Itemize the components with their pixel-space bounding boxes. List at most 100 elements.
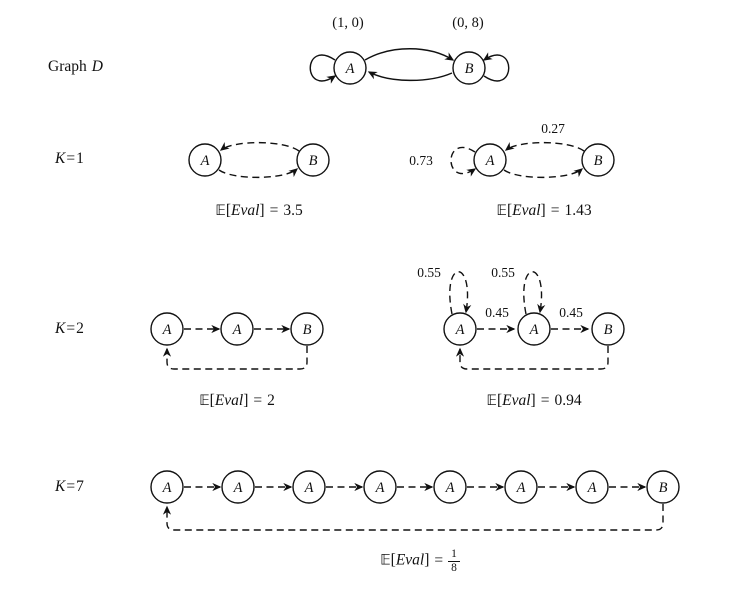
expected-value: 1.43 (564, 202, 592, 219)
equals-sign: = (66, 478, 76, 495)
equals-sign: = (540, 392, 550, 409)
self-loop-a1-edge (449, 271, 472, 315)
node-b (452, 51, 486, 85)
return-edge (455, 346, 609, 370)
node-a7-label: A (587, 480, 597, 496)
k2-left-diagram: A A B (150, 312, 324, 370)
fraction-numerator: 1 (448, 548, 460, 562)
k2-row-label: K=2 (55, 320, 84, 338)
k-var: K (55, 478, 66, 495)
node-a4 (363, 470, 397, 504)
edge-b-to-a (219, 141, 300, 152)
node-b-label: B (594, 153, 603, 169)
node-a1 (150, 312, 184, 346)
close-bracket: ] (259, 202, 265, 219)
edge-b-to-a (504, 141, 585, 152)
graph-word: Graph (48, 58, 87, 75)
return-edge (162, 346, 308, 370)
k1-left-diagram: A B (188, 141, 330, 179)
node-a6 (504, 470, 538, 504)
eval-symbol: Eval (512, 202, 541, 219)
edge-a-to-b (364, 48, 455, 61)
equals-sign: = (269, 202, 279, 219)
self-loop-a2-edge (523, 271, 546, 315)
open-bracket: [ (496, 392, 503, 409)
eval-symbol: Eval (395, 551, 425, 569)
node-a5-label: A (445, 480, 455, 496)
node-a6-label: A (516, 480, 526, 496)
node-b (646, 470, 680, 504)
graph-d-diagram: (1, 0) (0, 8) A B (309, 15, 510, 85)
expectation-symbol: 𝔼 (199, 393, 210, 409)
fraction-denominator: 8 (451, 561, 457, 574)
k-value: 7 (76, 478, 84, 495)
equals-sign: = (66, 320, 76, 337)
node-a1-label: A (162, 322, 172, 338)
close-bracket: ] (243, 392, 249, 409)
tuple-label-a: (1, 0) (332, 15, 364, 31)
equals-sign: = (434, 551, 444, 569)
k-value: 1 (76, 150, 84, 167)
self-loop-b-edge (482, 52, 510, 82)
node-a1 (443, 312, 477, 346)
node-a-label: A (485, 153, 495, 169)
equals-sign: = (253, 392, 263, 409)
node-b-label: B (659, 480, 668, 496)
node-b (290, 312, 324, 346)
node-a3-label: A (304, 480, 314, 496)
node-a2-label: A (232, 322, 242, 338)
node-a2 (221, 470, 255, 504)
close-bracket: ] (424, 551, 430, 569)
open-bracket: [ (209, 392, 215, 409)
node-b (591, 312, 625, 346)
node-b-label: B (309, 153, 318, 169)
node-a1-label: A (455, 322, 465, 338)
node-b (581, 143, 615, 177)
node-b (296, 143, 330, 177)
k-var: K (55, 320, 66, 337)
node-a (333, 51, 367, 85)
equals-sign: = (66, 150, 76, 167)
eval-symbol: Eval (502, 392, 531, 409)
edge-probability-label-1: 0.45 (485, 305, 509, 320)
k2-right-diagram: 0.55 0.55 0.45 0.45 A A B (417, 265, 625, 370)
node-a2 (517, 312, 551, 346)
close-bracket: ] (530, 392, 536, 409)
eval-symbol: Eval (231, 202, 260, 219)
self-loop-probability-label-2: 0.55 (491, 265, 515, 280)
self-loop-probability-label-1: 0.55 (417, 265, 441, 280)
k7-chain-diagram: A A A A A A A B (150, 470, 680, 531)
edge-b-to-a (367, 71, 453, 82)
edge-probability-label-2: 0.45 (559, 305, 583, 320)
node-b-label: B (303, 322, 312, 338)
k-value: 2 (76, 320, 84, 337)
tuple-label-b: (0, 8) (452, 15, 484, 31)
node-a7 (575, 470, 609, 504)
node-a2 (220, 312, 254, 346)
self-loop-a-edge (309, 54, 337, 84)
node-a3 (292, 470, 326, 504)
node-a2-label: A (233, 480, 243, 496)
k-var: K (55, 150, 66, 167)
expected-eval-formula-k1-left: 𝔼[Eval]=3.5 (129, 202, 389, 220)
expectation-symbol: 𝔼 (486, 393, 497, 409)
expectation-symbol: 𝔼 (215, 203, 226, 219)
node-b-label: B (465, 61, 474, 77)
edge-a-to-b (503, 168, 584, 179)
open-bracket: [ (225, 202, 232, 219)
expectation-symbol: 𝔼 (496, 203, 507, 219)
node-a1-label: A (162, 480, 172, 496)
self-loop-probability-label: 0.73 (409, 153, 433, 168)
expected-value: 3.5 (283, 202, 303, 219)
expectation-symbol: 𝔼 (380, 552, 391, 569)
edge-probability-label: 0.27 (541, 121, 565, 136)
expected-eval-formula-k2-left: 𝔼[Eval]=2 (107, 392, 367, 410)
k1-row-label: K=1 (55, 150, 84, 168)
open-bracket: [ (506, 202, 513, 219)
node-b-label: B (604, 322, 613, 338)
node-a (188, 143, 222, 177)
